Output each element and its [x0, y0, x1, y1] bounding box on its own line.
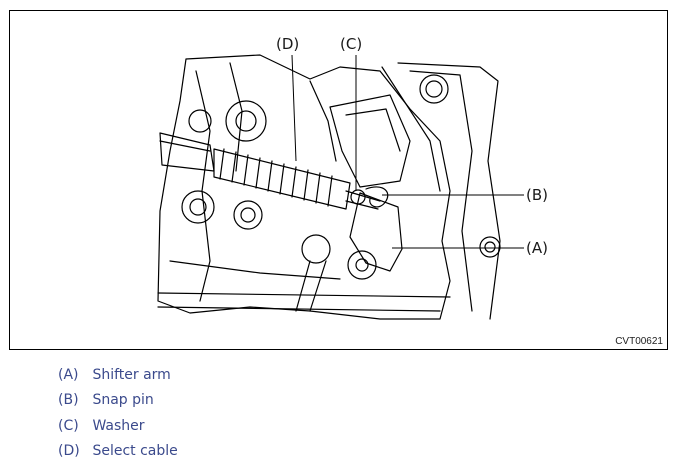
- select-cable-boot: [213, 148, 351, 210]
- legend-list: (A) Shifter arm (B) Snap pin (C) Washer …: [58, 364, 178, 465]
- legend-item: (A) Shifter arm: [58, 364, 178, 389]
- legend-label: Washer: [92, 417, 145, 434]
- legend-label: Snap pin: [92, 392, 154, 409]
- legend-item: (D) Select cable: [58, 440, 178, 465]
- illustration-frame: (D) (C) (B) (A) CVT00621: [9, 10, 668, 350]
- callout-a: (A): [526, 239, 548, 257]
- callout-d: (D): [276, 35, 299, 53]
- frame-bracket: [397, 62, 501, 320]
- legend-key: (C): [58, 417, 79, 434]
- callout-b: (B): [526, 186, 548, 204]
- legend-key: (A): [58, 367, 79, 383]
- figure-code: CVT00621: [615, 336, 663, 347]
- callout-c: (C): [340, 35, 362, 53]
- shifter-cable-illustration: (D) (C) (B) (A): [157, 35, 548, 320]
- legend-label: Shifter arm: [92, 367, 171, 383]
- bolt-lower-left: [181, 190, 215, 224]
- case-outline: [157, 54, 451, 320]
- legend-item: (C) Washer: [58, 415, 178, 440]
- legend-key: (B): [58, 392, 79, 409]
- shifter-arm: [349, 192, 403, 272]
- legend-label: Select cable: [92, 442, 178, 459]
- bolt-upper-left: [225, 100, 267, 142]
- legend-key: (D): [58, 442, 80, 459]
- legend-item: (B) Snap pin: [58, 389, 178, 414]
- snap-pin: [365, 186, 389, 208]
- bolt-top-right: [419, 74, 449, 104]
- leader-d: [291, 54, 297, 162]
